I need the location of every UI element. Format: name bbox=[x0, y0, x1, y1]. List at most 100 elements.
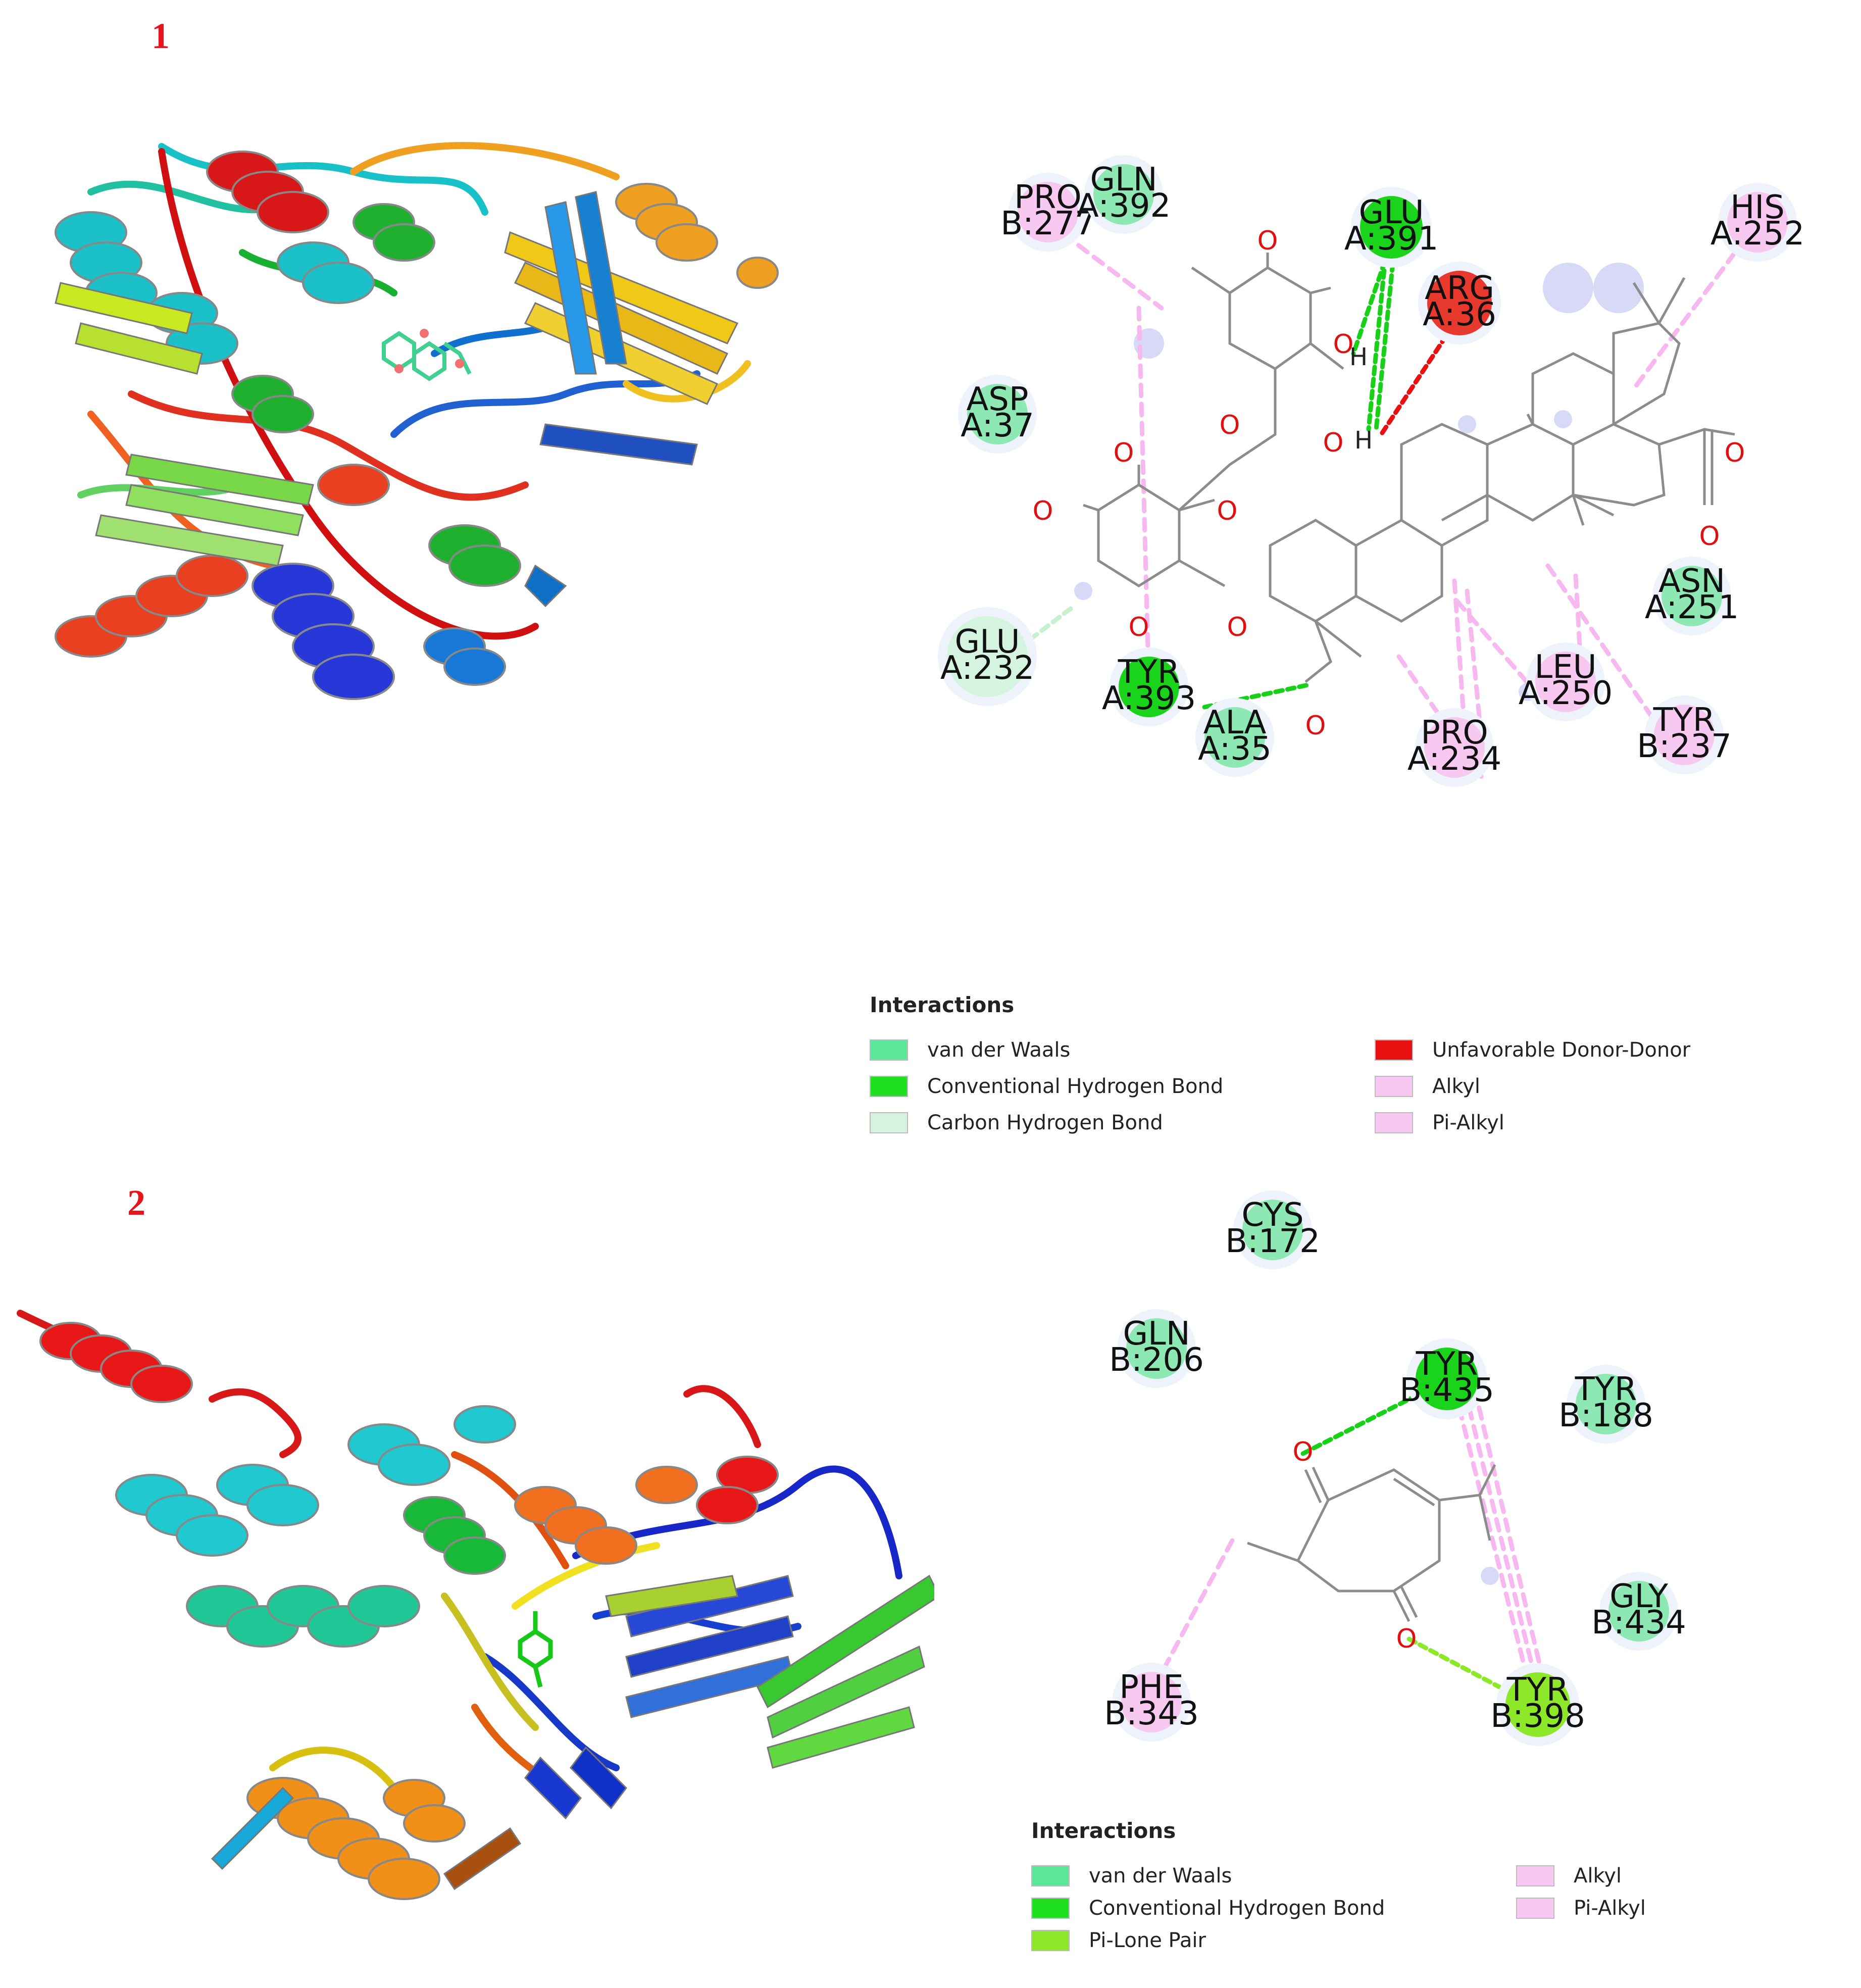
legend-item: Pi-Lone Pair bbox=[1031, 1928, 1516, 1953]
residue-disc bbox=[1360, 196, 1423, 259]
residue-disc bbox=[1608, 1581, 1669, 1642]
residue-id: A:392 bbox=[1077, 187, 1171, 225]
atom-oxygen: O bbox=[1129, 612, 1149, 642]
atom-oxygen: O bbox=[1305, 711, 1326, 741]
residue-id: A:35 bbox=[1198, 730, 1272, 768]
legend-swatch bbox=[1031, 1898, 1070, 1919]
residue-disc bbox=[1242, 1200, 1303, 1260]
atom-oxygen: O bbox=[1725, 438, 1745, 468]
legend-label: Conventional Hydrogen Bond bbox=[927, 1075, 1224, 1098]
residue-disc bbox=[947, 616, 1028, 697]
residue-name: ASP bbox=[967, 381, 1029, 418]
legend-title: Interactions bbox=[1031, 1818, 1176, 1843]
legend-swatch bbox=[1516, 1865, 1554, 1886]
residue-disc bbox=[1654, 705, 1715, 765]
residue-disc bbox=[1204, 707, 1265, 768]
residue-id: A:36 bbox=[1423, 296, 1496, 333]
legend-item: Unfavorable Donor-Donor bbox=[1375, 1037, 1728, 1063]
residue-name: ALA bbox=[1203, 704, 1267, 741]
residue-name: PHE bbox=[1119, 1669, 1183, 1706]
residue-name: PRO bbox=[1421, 714, 1488, 752]
legend-label: Alkyl bbox=[1432, 1075, 1480, 1098]
legend-item: Conventional Hydrogen Bond bbox=[1031, 1896, 1516, 1921]
legend-swatch bbox=[870, 1112, 908, 1133]
residue-disc bbox=[1018, 182, 1078, 242]
residue-disc bbox=[1119, 657, 1179, 717]
atom-oxygen: O bbox=[1220, 410, 1240, 440]
residue-id: A:252 bbox=[1711, 215, 1804, 253]
atom-hydrogen: H bbox=[1354, 426, 1373, 455]
residue-disc bbox=[1727, 192, 1788, 253]
residue-id: A:37 bbox=[961, 407, 1034, 444]
residue-id: B:172 bbox=[1225, 1223, 1320, 1260]
legend-label: Pi-Alkyl bbox=[1574, 1897, 1646, 1920]
residue-name: PRO bbox=[1014, 179, 1081, 216]
legend-label: Pi-Alkyl bbox=[1432, 1111, 1504, 1134]
atom-oxygen: O bbox=[1217, 496, 1238, 526]
residue-name: GLN bbox=[1123, 1315, 1190, 1353]
residue-id: A:251 bbox=[1645, 589, 1739, 626]
legend-swatch bbox=[1516, 1898, 1554, 1919]
residue-disc bbox=[1093, 164, 1154, 225]
residue-name: TYR bbox=[1506, 1671, 1569, 1709]
panel-2-protein-structure bbox=[17, 1310, 934, 1900]
residue-id: B:434 bbox=[1591, 1604, 1686, 1642]
legend-item: Alkyl bbox=[1375, 1074, 1728, 1099]
residue-id: B:435 bbox=[1399, 1372, 1494, 1409]
residue-id: A:234 bbox=[1407, 740, 1501, 778]
residue-name: TYR bbox=[1653, 702, 1716, 739]
panel-2-number: 2 bbox=[127, 1182, 145, 1223]
residue-disc bbox=[1535, 652, 1596, 712]
residue-disc bbox=[1126, 1318, 1187, 1379]
legend-item: van der Waals bbox=[870, 1037, 1375, 1063]
legend-label: van der Waals bbox=[927, 1038, 1071, 1062]
residue-name: TYR bbox=[1416, 1346, 1478, 1383]
residue-name: CYS bbox=[1241, 1197, 1303, 1234]
legend-swatch bbox=[1375, 1112, 1413, 1133]
residue-id: B:398 bbox=[1490, 1698, 1585, 1735]
residue-name: GLU bbox=[955, 623, 1020, 661]
residue-id: A:232 bbox=[940, 650, 1034, 687]
legend-item: Pi-Alkyl bbox=[1375, 1110, 1728, 1135]
legend-item: Pi-Alkyl bbox=[1516, 1896, 1819, 1921]
residue-disc bbox=[1424, 717, 1485, 778]
atom-oxygen: O bbox=[1258, 226, 1278, 256]
legend-label: Pi-Lone Pair bbox=[1089, 1929, 1206, 1952]
legend-item: van der Waals bbox=[1031, 1863, 1516, 1888]
legend-swatch bbox=[870, 1076, 908, 1097]
residue-id: A:393 bbox=[1102, 680, 1196, 717]
residue-disc bbox=[1662, 566, 1722, 626]
atom-oxygen: O bbox=[1227, 612, 1248, 642]
legend-title: Interactions bbox=[870, 992, 1015, 1017]
residue-id: B:277 bbox=[1000, 205, 1095, 242]
legend-swatch bbox=[1031, 1865, 1070, 1886]
atom-oxygen: O bbox=[1333, 329, 1354, 360]
atom-hydrogen: H bbox=[1349, 343, 1368, 371]
residue-name: GLU bbox=[1359, 194, 1424, 231]
panel-1-interaction-diagram: O O H O O H O O O O O O O O PROB:277GLNA… bbox=[938, 155, 1804, 787]
legend-label: Carbon Hydrogen Bond bbox=[927, 1111, 1163, 1134]
legend-swatch bbox=[1375, 1039, 1413, 1061]
residue-disc bbox=[967, 384, 1028, 444]
residue-id: A:250 bbox=[1519, 675, 1613, 712]
residue-name: ARG bbox=[1425, 270, 1494, 307]
residue-id: B:237 bbox=[1637, 728, 1732, 765]
atom-oxygen: O bbox=[1699, 521, 1720, 552]
